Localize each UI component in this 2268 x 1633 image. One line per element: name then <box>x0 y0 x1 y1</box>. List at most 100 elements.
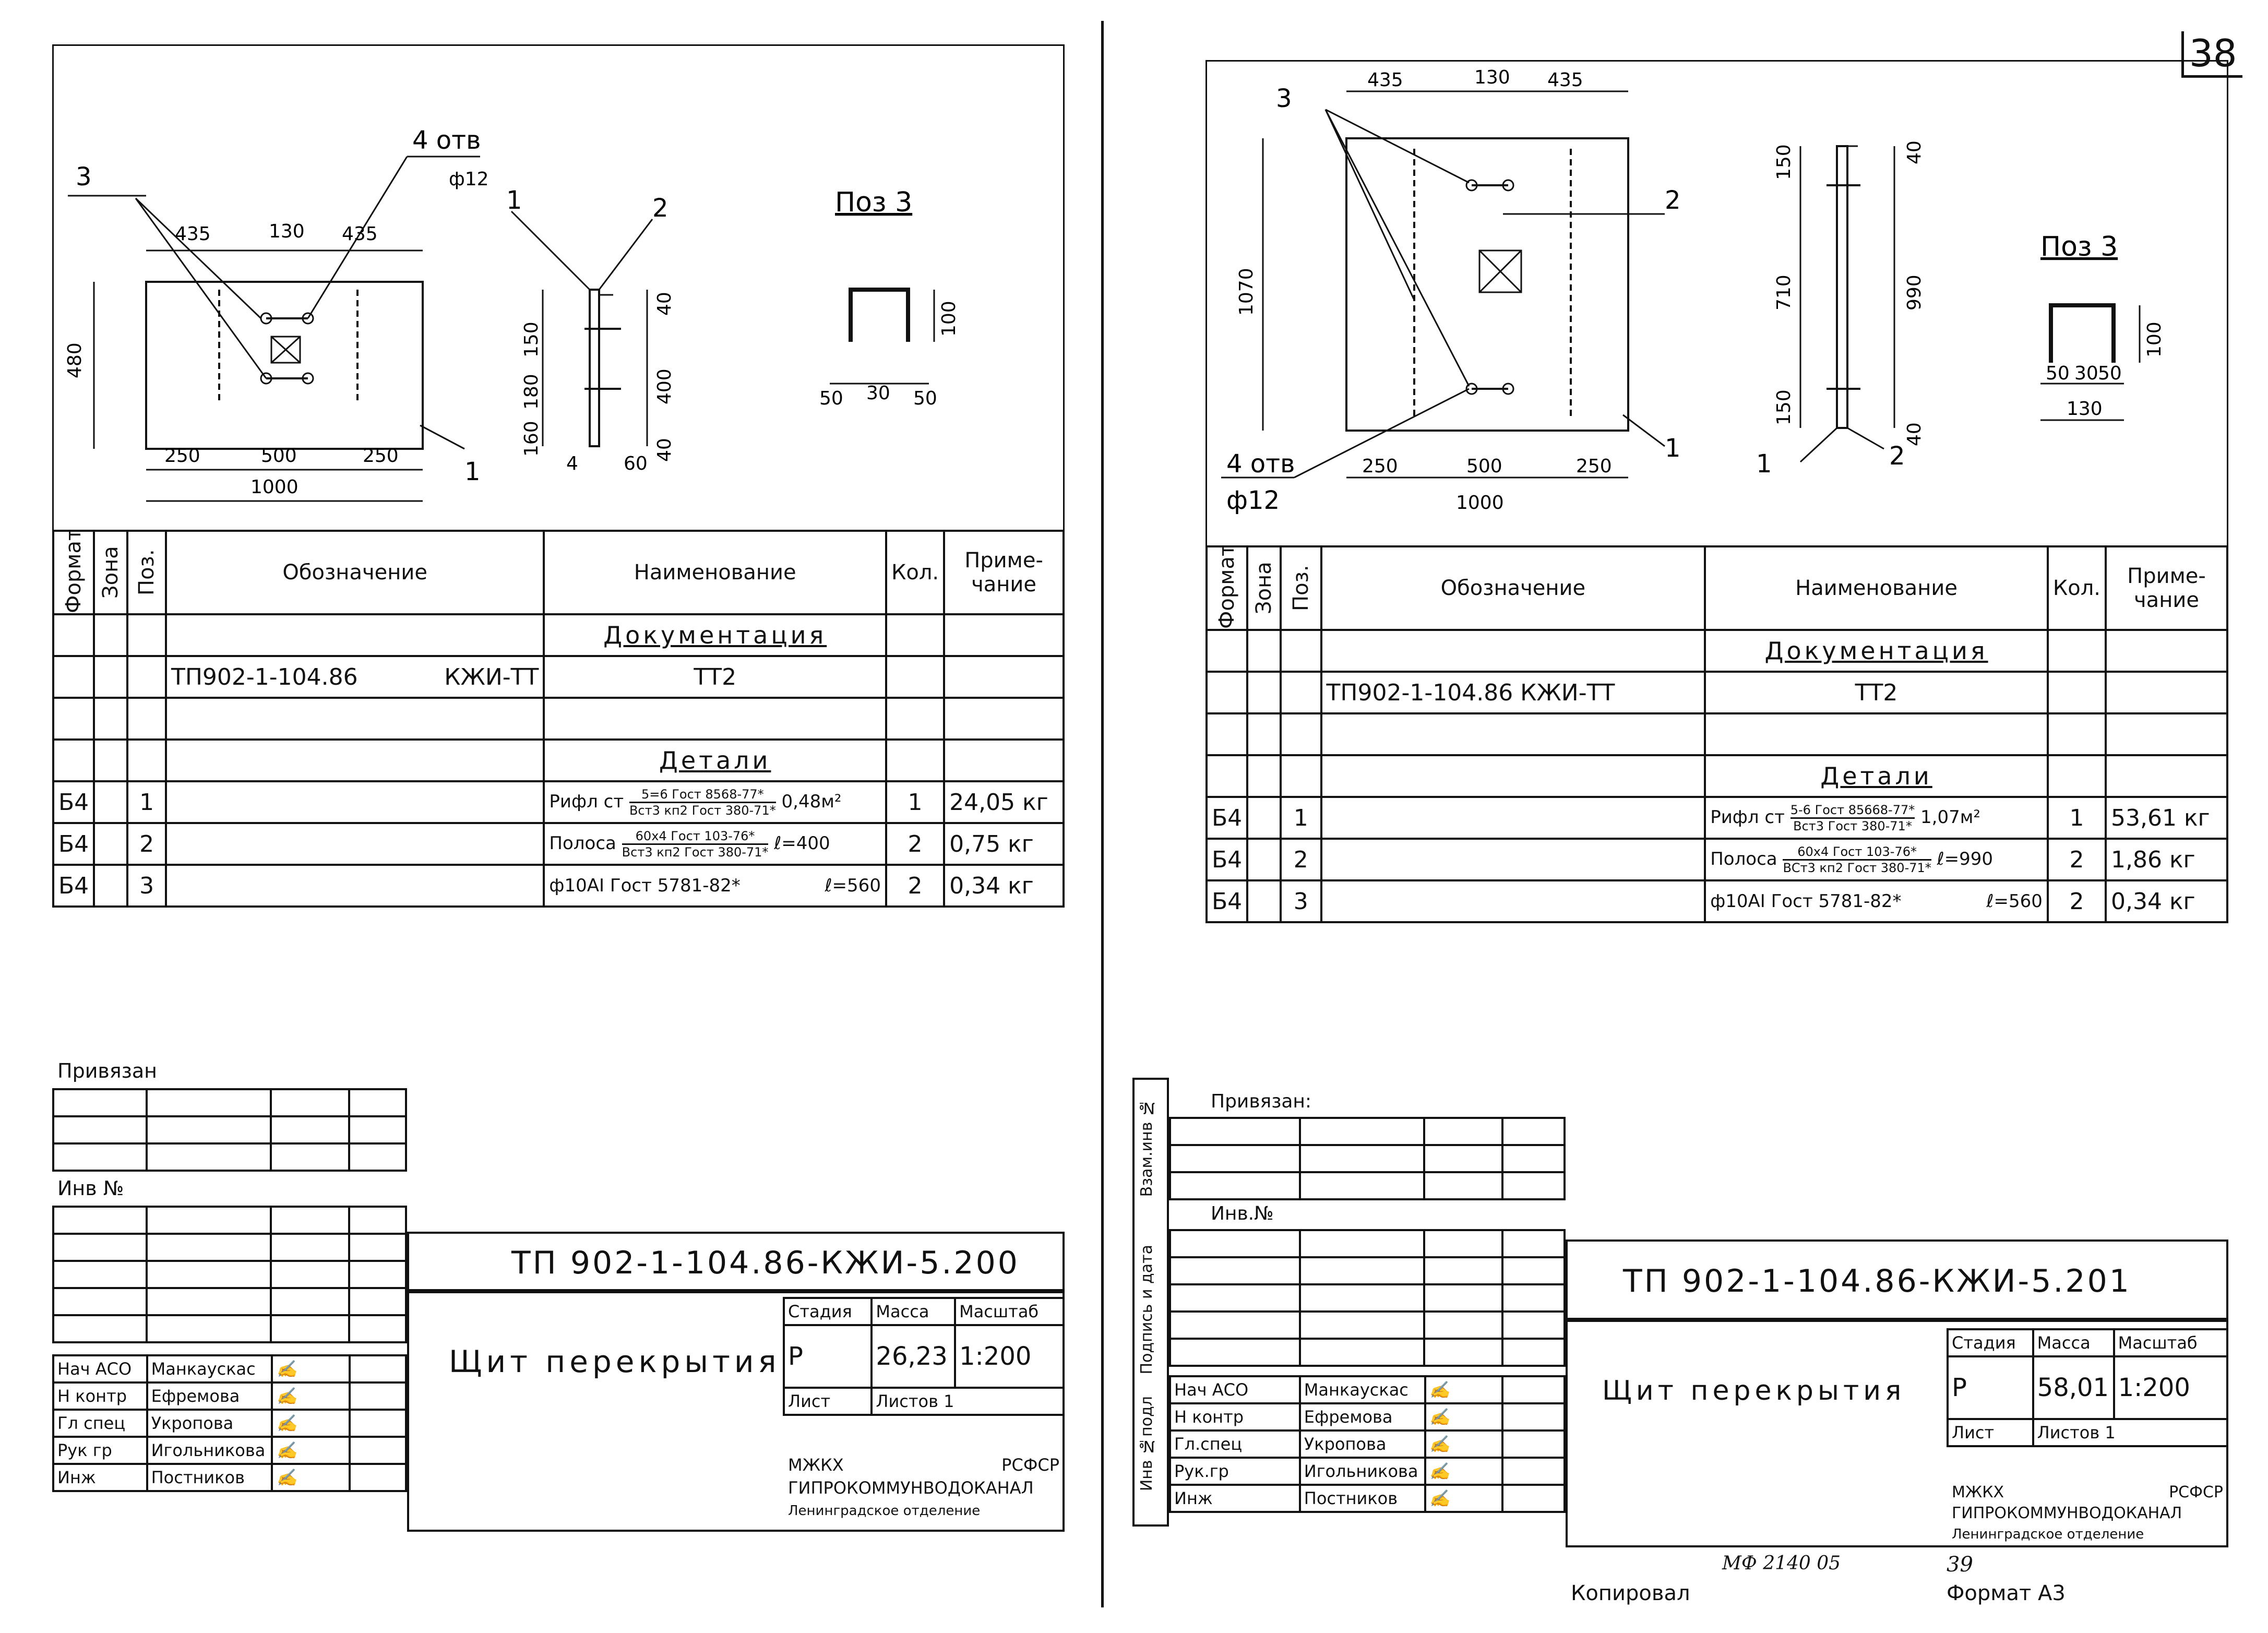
part2-format: Б4 <box>1205 838 1249 881</box>
spec-row-doc-section: Документация <box>52 613 1065 657</box>
part1-note: 53,61 кг <box>2105 796 2228 840</box>
spec-row-part-2: Б4 2 Полоса 60х4 Гост 103-76*Вст3 кп2 Го… <box>52 822 1065 866</box>
part1-qty: 1 <box>2046 796 2107 840</box>
side-strip <box>1132 1078 1169 1527</box>
poz3-title: Поз 3 <box>835 187 912 218</box>
signature: ✍ <box>1424 1429 1504 1459</box>
part3-pos: 3 <box>1279 879 1322 923</box>
org-republic: РСФСР <box>1001 1455 1059 1475</box>
dim-top-2: 130 <box>1474 67 1510 88</box>
person-name: Игольникова <box>146 1436 273 1465</box>
drawing-area-left: 3 4 отв ф12 1 1 2 Поз 3 435 130 435 480 … <box>52 44 1065 530</box>
org-ministry: МЖКХ <box>1952 1483 2004 1501</box>
mass-value: 26,23 <box>870 1324 957 1389</box>
poz3-profile <box>849 288 910 342</box>
part3-qty: 2 <box>885 864 946 908</box>
spec-row-part-3: Б4 3 ф10АI Гост 5781-82* ℓ=560 2 0,34 кг <box>1205 879 2228 923</box>
org-branch: Ленинградское отделение <box>788 1503 981 1519</box>
person-role: Инж <box>1169 1484 1301 1513</box>
person-name: Постников <box>1298 1484 1426 1513</box>
poz3-title: Поз 3 <box>2040 231 2118 263</box>
person-role: Инж <box>52 1463 148 1492</box>
signature: ✍ <box>271 1381 351 1411</box>
part2-pos: 2 <box>126 822 167 866</box>
dim-poz-100: 100 <box>2144 321 2165 357</box>
dim-poz-50a: 50 <box>819 388 843 409</box>
callout-1: 1 <box>1665 434 1681 463</box>
part3-note: 0,34 кг <box>943 864 1065 908</box>
person-name: Ефремова <box>146 1381 273 1411</box>
part1-pos: 1 <box>1279 796 1322 840</box>
plate-plan <box>1345 137 1629 432</box>
part1-name: Рифл ст 5-6 Гост 85668-77*Вст3 Гост 380-… <box>1704 796 2049 840</box>
hdr-pos: Поз. <box>127 531 166 614</box>
page-number: 38 <box>2181 31 2242 78</box>
part2-name: Полоса 60х4 Гост 103-76*Вст3 кп2 Гост 38… <box>543 822 887 866</box>
part2-format: Б4 <box>52 822 96 866</box>
person-role: Нач АСО <box>1169 1375 1301 1404</box>
dim-sec-150: 150 <box>521 321 542 357</box>
spec-row-empty <box>52 697 1065 741</box>
part1-qty: 1 <box>885 780 946 824</box>
footer-sheet-number: 39 <box>1947 1553 1973 1577</box>
dim-poz-130: 130 <box>2067 398 2103 420</box>
part3-pos: 3 <box>126 864 167 908</box>
callout-1-section: 1 <box>1756 449 1772 479</box>
dim-total: 1000 <box>250 476 299 498</box>
callout-2: 2 <box>1665 186 1681 215</box>
part1-format: Б4 <box>1205 796 1249 840</box>
dim-sec-4: 4 <box>566 453 578 474</box>
stamp-bound-grid <box>1169 1117 1566 1200</box>
signature: ✍ <box>1424 1457 1504 1486</box>
section-documentation: Документация <box>1704 629 2049 673</box>
hdr-note: Приме- чание <box>943 530 1065 615</box>
doc-designation: ТП902-1-104.86 <box>171 663 358 690</box>
spec-row-part-2: Б4 2 Полоса 60х4 Гост 103-76*ВСт3 кп2 Го… <box>1205 838 2228 881</box>
dim-sec-710: 710 <box>1773 275 1795 311</box>
drawing-code-right: ТП 902-1-104.86-КЖИ-5.201 <box>1623 1263 2131 1300</box>
col-mass: Масса <box>2032 1328 2115 1357</box>
mass-value: 58,01 <box>2032 1355 2115 1420</box>
org-institute: ГИПРОКОММУНВОДОКАНАЛ <box>788 1478 1034 1498</box>
callout-3: 3 <box>76 162 92 192</box>
dim-sec-40-top: 40 <box>1904 140 1925 164</box>
hdr-name: Наименование <box>543 530 887 615</box>
side-label-vzam-inv: Взам.инв № <box>1138 1099 1156 1197</box>
drawing-area-right: 3 2 1 4 отв ф12 1 2 Поз 3 435 130 435 10… <box>1205 60 2228 545</box>
dim-sec-160: 160 <box>521 421 542 457</box>
stamp-inv-grid <box>1169 1229 1566 1367</box>
org-institute: ГИПРОКОММУНВОДОКАНАЛ <box>1952 1504 2182 1522</box>
hdr-format: Формат <box>1207 546 1248 630</box>
section-parts: Детали <box>543 738 887 782</box>
part1-name: Рифл ст 5=6 Гост 8568-77*Вст3 кп2 Гост 3… <box>543 780 887 824</box>
callout-1: 1 <box>464 457 481 486</box>
scale-value: 1:200 <box>954 1324 1065 1389</box>
person-name: Игольникова <box>1298 1457 1426 1486</box>
person-name: Манкаускас <box>146 1354 273 1384</box>
dim-top-3: 435 <box>342 223 378 245</box>
dim-bottom-2: 500 <box>1466 456 1502 477</box>
part2-qty: 2 <box>885 822 946 866</box>
sheets-label: Листов 1 <box>870 1387 1065 1416</box>
dim-top-1: 435 <box>1367 69 1403 91</box>
part2-pos: 2 <box>1279 838 1322 881</box>
spec-row-part-1: Б4 1 Рифл ст 5=6 Гост 8568-77*Вст3 кп2 Г… <box>52 780 1065 824</box>
part3-name: ф10АI Гост 5781-82* ℓ=560 <box>1704 879 2049 923</box>
footer-stamp-number: МФ 2140 05 <box>1722 1553 1841 1574</box>
footer-format: Формат А3 <box>1947 1581 2066 1605</box>
signature: ✍ <box>1424 1402 1504 1432</box>
dim-poz-30: 30 <box>2074 363 2098 384</box>
dim-sec-40-top: 40 <box>654 292 675 316</box>
col-scale: Масштаб <box>2112 1328 2229 1357</box>
doc-name: ТТ2 <box>543 655 887 699</box>
callout-holes: 4 отв <box>412 126 481 155</box>
dim-poz-50a: 50 <box>2046 363 2070 384</box>
plate-plan <box>145 281 424 450</box>
